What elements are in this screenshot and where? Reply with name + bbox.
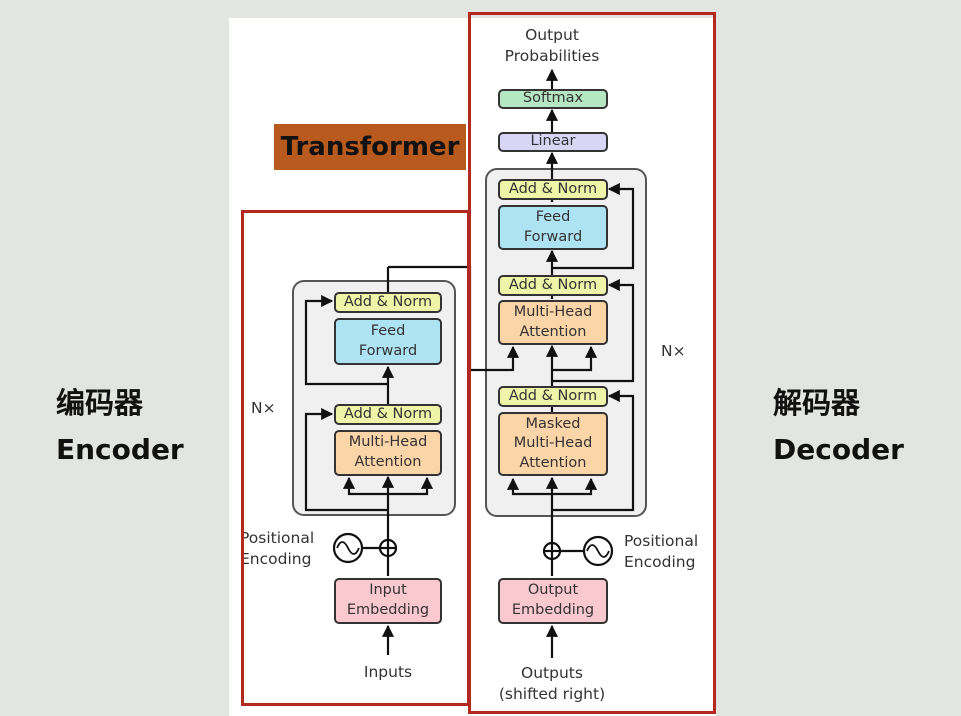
diagram-title: Transformer: [274, 124, 466, 170]
decoder-add-norm-ff: Add & Norm: [498, 179, 608, 200]
output-embedding: Output Embedding: [498, 578, 608, 624]
decoder-masked-attention: Masked Multi-Head Attention: [498, 412, 608, 476]
encoder-add-norm-bottom: Add & Norm: [334, 404, 442, 425]
encoder-side-label: 编码器 Encoder: [56, 389, 184, 464]
softmax-block: Softmax: [498, 89, 608, 109]
decoder-add-norm-masked: Add & Norm: [498, 386, 608, 407]
decoder-feed-forward: Feed Forward: [498, 205, 608, 250]
outputs-label: Outputs (shifted right): [498, 664, 606, 703]
encoder-label-en: Encoder: [56, 433, 184, 466]
encoder-add-norm-top: Add & Norm: [334, 292, 442, 313]
encoder-repeat-label: N×: [251, 399, 276, 417]
encoder-label-zh: 编码器: [56, 386, 144, 420]
output-probabilities-label: Output Probabilities: [504, 26, 600, 65]
decoder-label-en: Decoder: [773, 433, 904, 466]
decoder-side-label: 解码器 Decoder: [773, 389, 904, 464]
encoder-multi-head-attention: Multi-Head Attention: [334, 430, 442, 476]
decoder-repeat-label: N×: [661, 342, 686, 360]
decoder-positional-encoding-label: Positional Encoding: [624, 532, 699, 571]
encoder-positional-encoding-label: Positional Encoding: [240, 529, 315, 568]
decoder-highlight-box: [468, 12, 716, 714]
decoder-cross-attention: Multi-Head Attention: [498, 300, 608, 345]
encoder-highlight-box: [241, 210, 470, 706]
encoder-feed-forward: Feed Forward: [334, 318, 442, 365]
inputs-label: Inputs: [363, 663, 413, 681]
input-embedding: Input Embedding: [334, 578, 442, 624]
linear-block: Linear: [498, 132, 608, 152]
decoder-add-norm-cross: Add & Norm: [498, 275, 608, 296]
decoder-label-zh: 解码器: [773, 386, 861, 420]
